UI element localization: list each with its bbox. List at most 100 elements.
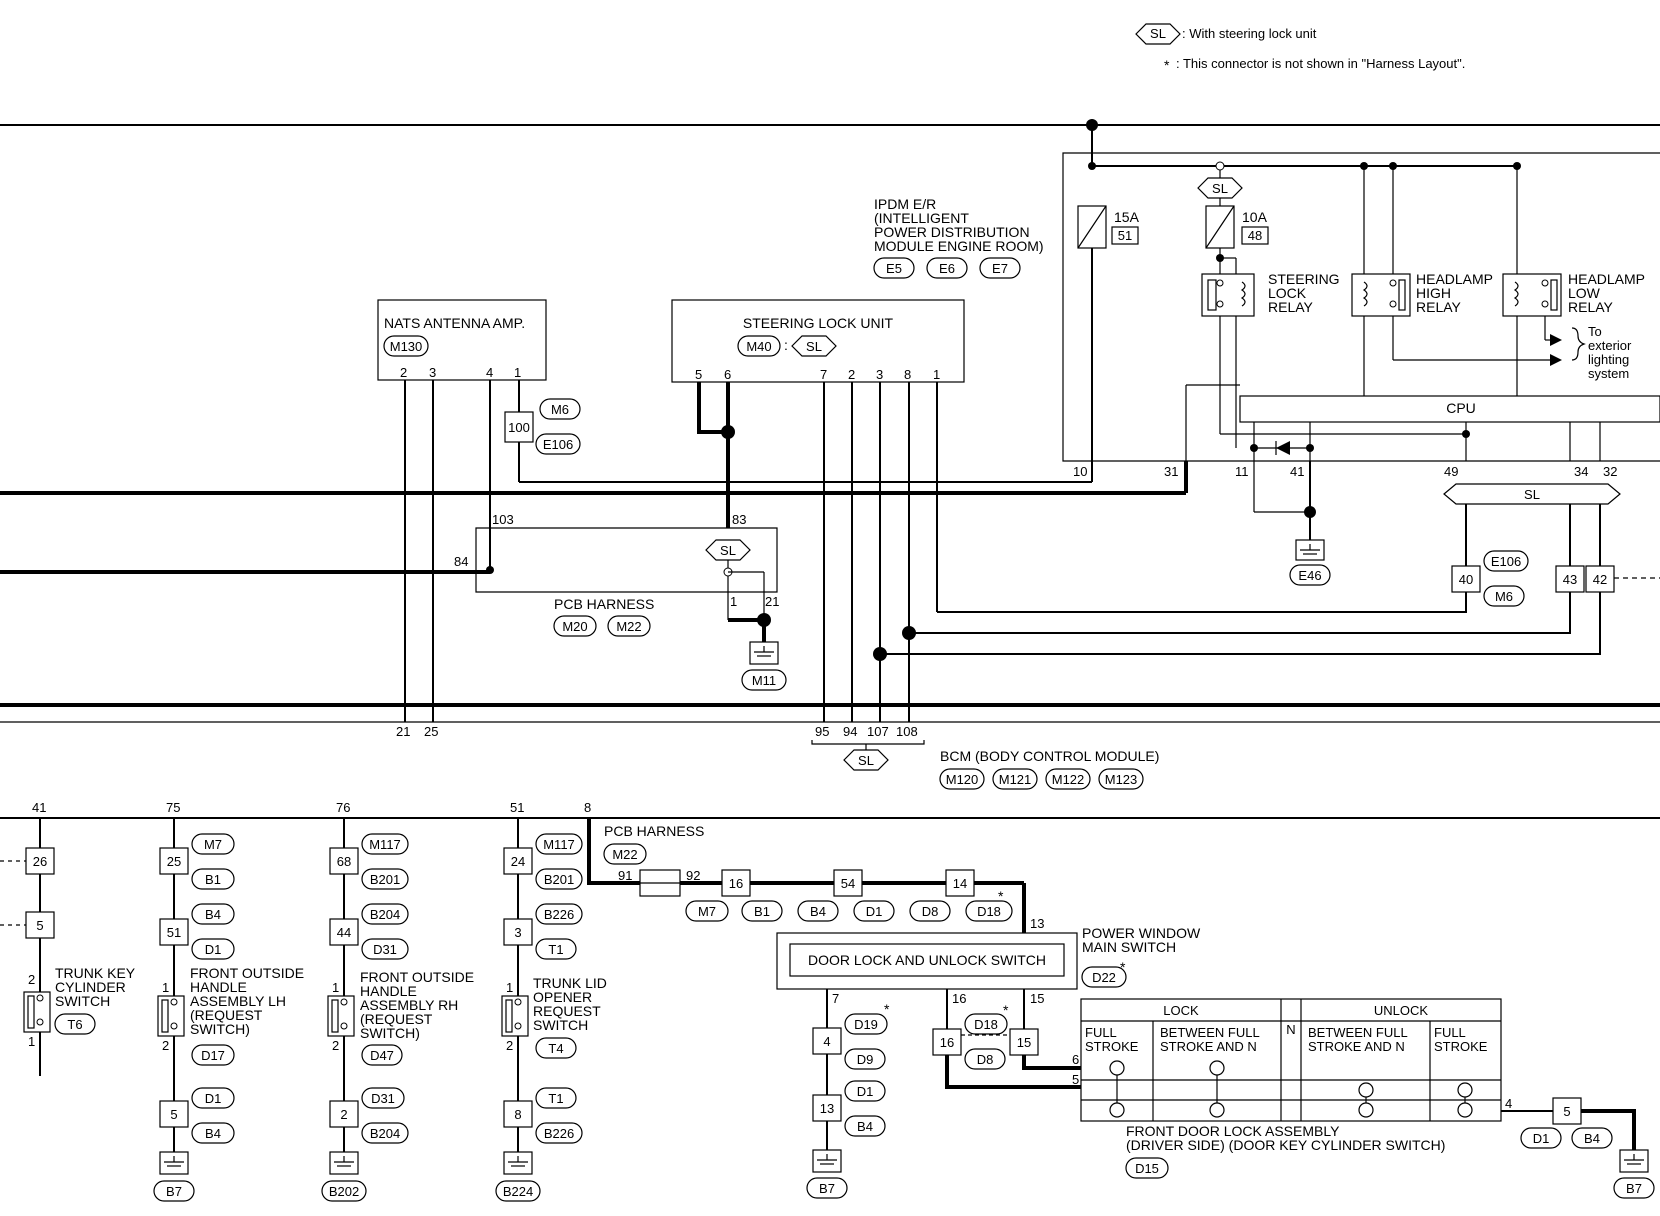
svg-text:SL: SL (720, 543, 736, 558)
svg-text:D18: D18 (977, 904, 1001, 919)
svg-text:BETWEEN FULL: BETWEEN FULL (1160, 1025, 1260, 1040)
svg-text:B4: B4 (857, 1119, 873, 1134)
svg-text:M40: M40 (746, 339, 771, 354)
svg-text:M20: M20 (562, 619, 587, 634)
svg-text:107: 107 (867, 724, 889, 739)
svg-text:POWER WINDOW: POWER WINDOW (1082, 925, 1201, 941)
svg-text:STROKE: STROKE (1085, 1039, 1139, 1054)
svg-text:51: 51 (1118, 228, 1132, 243)
svg-text:RELAY: RELAY (1268, 299, 1314, 315)
svg-text:25: 25 (167, 854, 181, 869)
svg-text:4: 4 (1505, 1096, 1512, 1111)
svg-text:B4: B4 (810, 904, 826, 919)
svg-text:M22: M22 (612, 847, 637, 862)
svg-text:*: * (1003, 1002, 1009, 1018)
svg-text:HANDLE: HANDLE (360, 983, 417, 999)
svg-text:PCB HARNESS: PCB HARNESS (554, 596, 654, 612)
svg-text:5: 5 (170, 1107, 177, 1122)
svg-text:2: 2 (848, 367, 855, 382)
svg-text:B4: B4 (205, 907, 221, 922)
svg-text:SWITCH: SWITCH (533, 1017, 588, 1033)
svg-text:(INTELLIGENT: (INTELLIGENT (874, 210, 969, 226)
svg-text:(DRIVER SIDE) (DOOR KEY CYLIND: (DRIVER SIDE) (DOOR KEY CYLINDER SWITCH) (1126, 1137, 1445, 1153)
steering-lock-unit: STEERING LOCK UNIT M40 : SL 5 6 7 2 3 8 … (671, 299, 965, 383)
svg-text:40: 40 (1459, 572, 1473, 587)
svg-text:SL: SL (1150, 26, 1166, 41)
svg-text:TRUNK KEY: TRUNK KEY (55, 965, 136, 981)
door-switch-ground-circuit: 4 D19 * D9 13 D1 B4 B7 (806, 989, 890, 1199)
svg-text:*: * (1164, 57, 1170, 73)
trunk-lid-opener-switch-circuit: 24 M117 B201 3 B226 T1 1 2 TRUNK LID OPE… (495, 818, 607, 1202)
svg-text:D1: D1 (1533, 1131, 1550, 1146)
svg-text:B204: B204 (370, 1126, 400, 1141)
svg-text:1: 1 (28, 1034, 35, 1049)
svg-text:M120: M120 (946, 772, 979, 787)
trunk-key-cylinder-switch-circuit: 26 5 2 1 TRUNK KEY CYLINDER SWITCH T6 (0, 818, 136, 1076)
svg-text:108: 108 (896, 724, 918, 739)
svg-text:(REQUEST: (REQUEST (360, 1011, 433, 1027)
svg-text:2: 2 (400, 365, 407, 380)
svg-text:OPENER: OPENER (533, 989, 592, 1005)
svg-text:D19: D19 (854, 1017, 878, 1032)
svg-text:41: 41 (1290, 464, 1304, 479)
svg-text:24: 24 (511, 854, 525, 869)
svg-text:1: 1 (506, 980, 513, 995)
power-window-main-switch: DOOR LOCK AND UNLOCK SWITCH 13 7 16 15 P… (776, 916, 1201, 1006)
joint-connectors-right: 40 43 42 E106 M6 (1451, 550, 1615, 607)
svg-text:HANDLE: HANDLE (190, 979, 247, 995)
svg-text:8: 8 (514, 1107, 521, 1122)
svg-text:D22: D22 (1092, 970, 1116, 985)
svg-text:: With steering lock unit: : With steering lock unit (1182, 26, 1317, 41)
svg-text::: : (784, 337, 788, 353)
svg-text:15: 15 (1030, 991, 1044, 1006)
svg-text:M6: M6 (551, 402, 569, 417)
svg-text:RELAY: RELAY (1568, 299, 1614, 315)
svg-text:D18: D18 (974, 1017, 998, 1032)
svg-text:*: * (1120, 959, 1126, 975)
svg-text:STROKE AND N: STROKE AND N (1160, 1039, 1257, 1054)
svg-text:16: 16 (940, 1035, 954, 1050)
svg-text:SL: SL (806, 339, 822, 354)
svg-text:: This connector is not shown: : This connector is not shown in "Harnes… (1176, 56, 1465, 71)
bcm-module: 21 25 95 94 107 108 SL BCM (BODY CONTROL… (0, 703, 1660, 790)
svg-text:SL: SL (1212, 181, 1228, 196)
svg-text:1: 1 (162, 980, 169, 995)
svg-text:LOCK: LOCK (1163, 1003, 1199, 1018)
front-outside-handle-lh-circuit: 25 M7 B1 51 B4 D1 1 2 FRONT OUTSIDE HAND… (153, 818, 304, 1202)
ipdm-module: IPDM E/R (INTELLIGENT POWER DISTRIBUTION… (873, 125, 1660, 586)
svg-text:8: 8 (584, 800, 591, 815)
svg-text:B202: B202 (329, 1184, 359, 1199)
svg-text:FRONT DOOR LOCK ASSEMBLY: FRONT DOOR LOCK ASSEMBLY (1126, 1123, 1340, 1139)
svg-text:92: 92 (686, 868, 700, 883)
svg-text:6: 6 (1072, 1052, 1079, 1067)
svg-text:32: 32 (1603, 464, 1617, 479)
svg-text:8: 8 (904, 367, 911, 382)
svg-text:*: * (884, 1001, 890, 1017)
svg-text:M130: M130 (390, 339, 423, 354)
svg-text:2: 2 (340, 1107, 347, 1122)
svg-text:M117: M117 (543, 837, 575, 852)
svg-text:B226: B226 (544, 1126, 574, 1141)
svg-text:BETWEEN FULL: BETWEEN FULL (1308, 1025, 1408, 1040)
ground-m11: M11 (741, 641, 787, 691)
svg-text:2: 2 (28, 972, 35, 987)
svg-text:B4: B4 (205, 1126, 221, 1141)
svg-text:E5: E5 (886, 261, 902, 276)
svg-text:M117: M117 (369, 837, 401, 852)
legend: SL : With steering lock unit * : This co… (1135, 23, 1465, 73)
joint-connector-100: 100 M6 E106 (504, 398, 581, 455)
svg-text:T1: T1 (548, 942, 563, 957)
svg-text:5: 5 (695, 367, 702, 382)
svg-text:N: N (1286, 1022, 1295, 1037)
svg-text:(REQUEST: (REQUEST (190, 1007, 263, 1023)
svg-text:31: 31 (1164, 464, 1178, 479)
svg-text:PCB HARNESS: PCB HARNESS (604, 823, 704, 839)
pcb-harness-lower: PCB HARNESS M22 91 92 (603, 823, 704, 897)
svg-text:75: 75 (166, 800, 180, 815)
svg-text:D8: D8 (977, 1052, 994, 1067)
svg-text:49: 49 (1444, 464, 1458, 479)
svg-text:POWER DISTRIBUTION: POWER DISTRIBUTION (874, 224, 1030, 240)
svg-text:B7: B7 (819, 1181, 835, 1196)
svg-text:B7: B7 (166, 1184, 182, 1199)
